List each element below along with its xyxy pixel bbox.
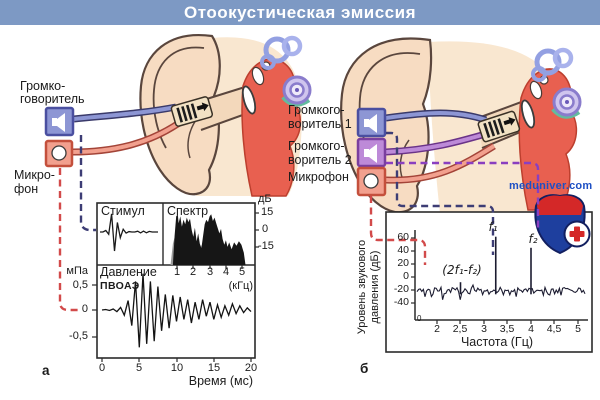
spl-tick: 20	[397, 257, 409, 269]
connector-speaker-to-stimulus	[79, 135, 96, 232]
stimulus-panel-title: Стимул	[101, 204, 145, 218]
freq-tick: 1	[173, 266, 181, 278]
time-axis-label: Время (мс)	[188, 374, 253, 388]
microphone-box-right	[356, 166, 387, 197]
ear-illustration-left	[139, 33, 312, 197]
hz-tick: 3,5	[499, 323, 515, 335]
db-axis-unit: дБ	[258, 193, 272, 205]
cochlea-right	[551, 87, 582, 119]
freq-axis-unit: (кГц)	[228, 280, 253, 292]
meduniver-shield-logo	[534, 194, 591, 255]
speaker-icon	[52, 113, 65, 132]
hz-tick: 2,5	[452, 323, 468, 335]
probe-right	[477, 110, 521, 143]
origin-tick: 0	[417, 314, 422, 323]
spectrum-series	[172, 214, 246, 265]
db-tick: 15	[261, 206, 274, 218]
peak-label-f2: f₂	[528, 232, 538, 246]
panel-letter-b: б	[360, 361, 369, 376]
page-title: Отоокустическая эмиссия	[0, 0, 600, 25]
stimulus-waveform	[100, 213, 158, 252]
spl-axis-label-line1: Уровень звукового	[356, 239, 368, 335]
time-tick: 5	[135, 362, 143, 374]
speaker-label-left-line2: говоритель	[20, 92, 85, 106]
dpoae-peaks	[459, 236, 532, 295]
tubes-right	[385, 109, 496, 184]
hz-tick: 2	[434, 323, 440, 335]
speaker-label-left-line1: Громко-	[20, 79, 66, 93]
spl-tick: -40	[393, 296, 409, 308]
speaker2-label-line1: Громкого-	[288, 139, 345, 153]
speaker-icon	[364, 144, 377, 163]
teoae-chart-frame	[92, 202, 259, 362]
time-tick: 20	[244, 362, 258, 374]
medical-cross-icon	[569, 226, 585, 242]
spl-tick: 60	[397, 231, 409, 243]
peak-label-distortion: (2f₁-f₂)	[442, 263, 482, 277]
speaker-box-left	[44, 106, 75, 137]
pressure-waveform	[101, 273, 252, 348]
spl-tick: -20	[393, 283, 409, 295]
hz-tick: 5	[575, 323, 581, 335]
cochlea-left	[281, 75, 312, 107]
speaker-icon	[364, 114, 377, 133]
microphone-icon	[51, 145, 67, 161]
freq-axis-label-right: Частота (Гц)	[460, 335, 534, 349]
connector-speaker2-to-f2	[386, 161, 540, 231]
meduniver-watermark: meduniver.com	[509, 180, 593, 192]
connector-speaker1-to-f1	[386, 131, 495, 255]
hz-tick: 3	[481, 323, 487, 335]
mpa-tick: 0,5	[72, 279, 88, 291]
mpa-tick: -0,5	[69, 330, 88, 342]
connector-mic-to-pressure	[58, 168, 78, 312]
tubes-left	[71, 103, 185, 156]
mic-label-right: Микрофон	[288, 170, 349, 184]
noise-floor-series	[416, 283, 586, 300]
db-tick: 0	[262, 223, 269, 235]
pressure-label-line1: Давление	[100, 265, 157, 279]
time-tick: 0	[98, 362, 106, 374]
speaker1-label-line1: Громкого-	[288, 103, 345, 117]
peak-label-f1: f₁	[488, 220, 498, 234]
connector-mic-to-distortion	[369, 196, 427, 265]
spl-tick: 0	[403, 270, 409, 282]
microphone-icon	[363, 173, 379, 189]
spectrum-panel-title: Спектр	[167, 204, 209, 218]
eardrum-right	[520, 99, 536, 129]
freq-tick: 2	[189, 266, 197, 278]
hz-tick: 4,5	[546, 323, 562, 335]
hz-tick: 4	[528, 323, 534, 335]
time-tick: 10	[170, 362, 184, 374]
freq-tick: 3	[206, 266, 214, 278]
pressure-label-line2: ПВОАЭ	[100, 280, 140, 292]
speaker2-label-line2: воритель 2	[288, 153, 352, 167]
mpa-tick: 0	[81, 303, 88, 315]
microphone-box-left	[44, 139, 74, 168]
speaker1-label-line2: воритель 1	[288, 117, 352, 131]
time-tick: 15	[207, 362, 221, 374]
semicircular-canals-left	[260, 35, 303, 70]
speaker1-box-right	[356, 107, 387, 138]
spl-axis-label: Уровень звукового давления (дБ)	[356, 227, 382, 347]
mpa-axis-unit: мПа	[66, 265, 88, 277]
panel-letter-a: а	[42, 363, 50, 378]
mic-label-left-line1: Микро-	[14, 168, 55, 182]
eardrum-left	[241, 85, 257, 115]
probe-left	[170, 96, 214, 127]
freq-tick: 4	[222, 266, 230, 278]
spl-axis-label-line2: давления (дБ)	[368, 250, 381, 324]
dashed-connectors	[58, 131, 540, 312]
db-tick: -15	[258, 240, 274, 252]
freq-tick: 5	[238, 266, 246, 278]
mic-label-left-line2: фон	[14, 182, 39, 196]
semicircular-canals-right	[531, 47, 574, 82]
speaker2-box-right	[356, 137, 387, 168]
spl-tick: 40	[397, 244, 409, 256]
